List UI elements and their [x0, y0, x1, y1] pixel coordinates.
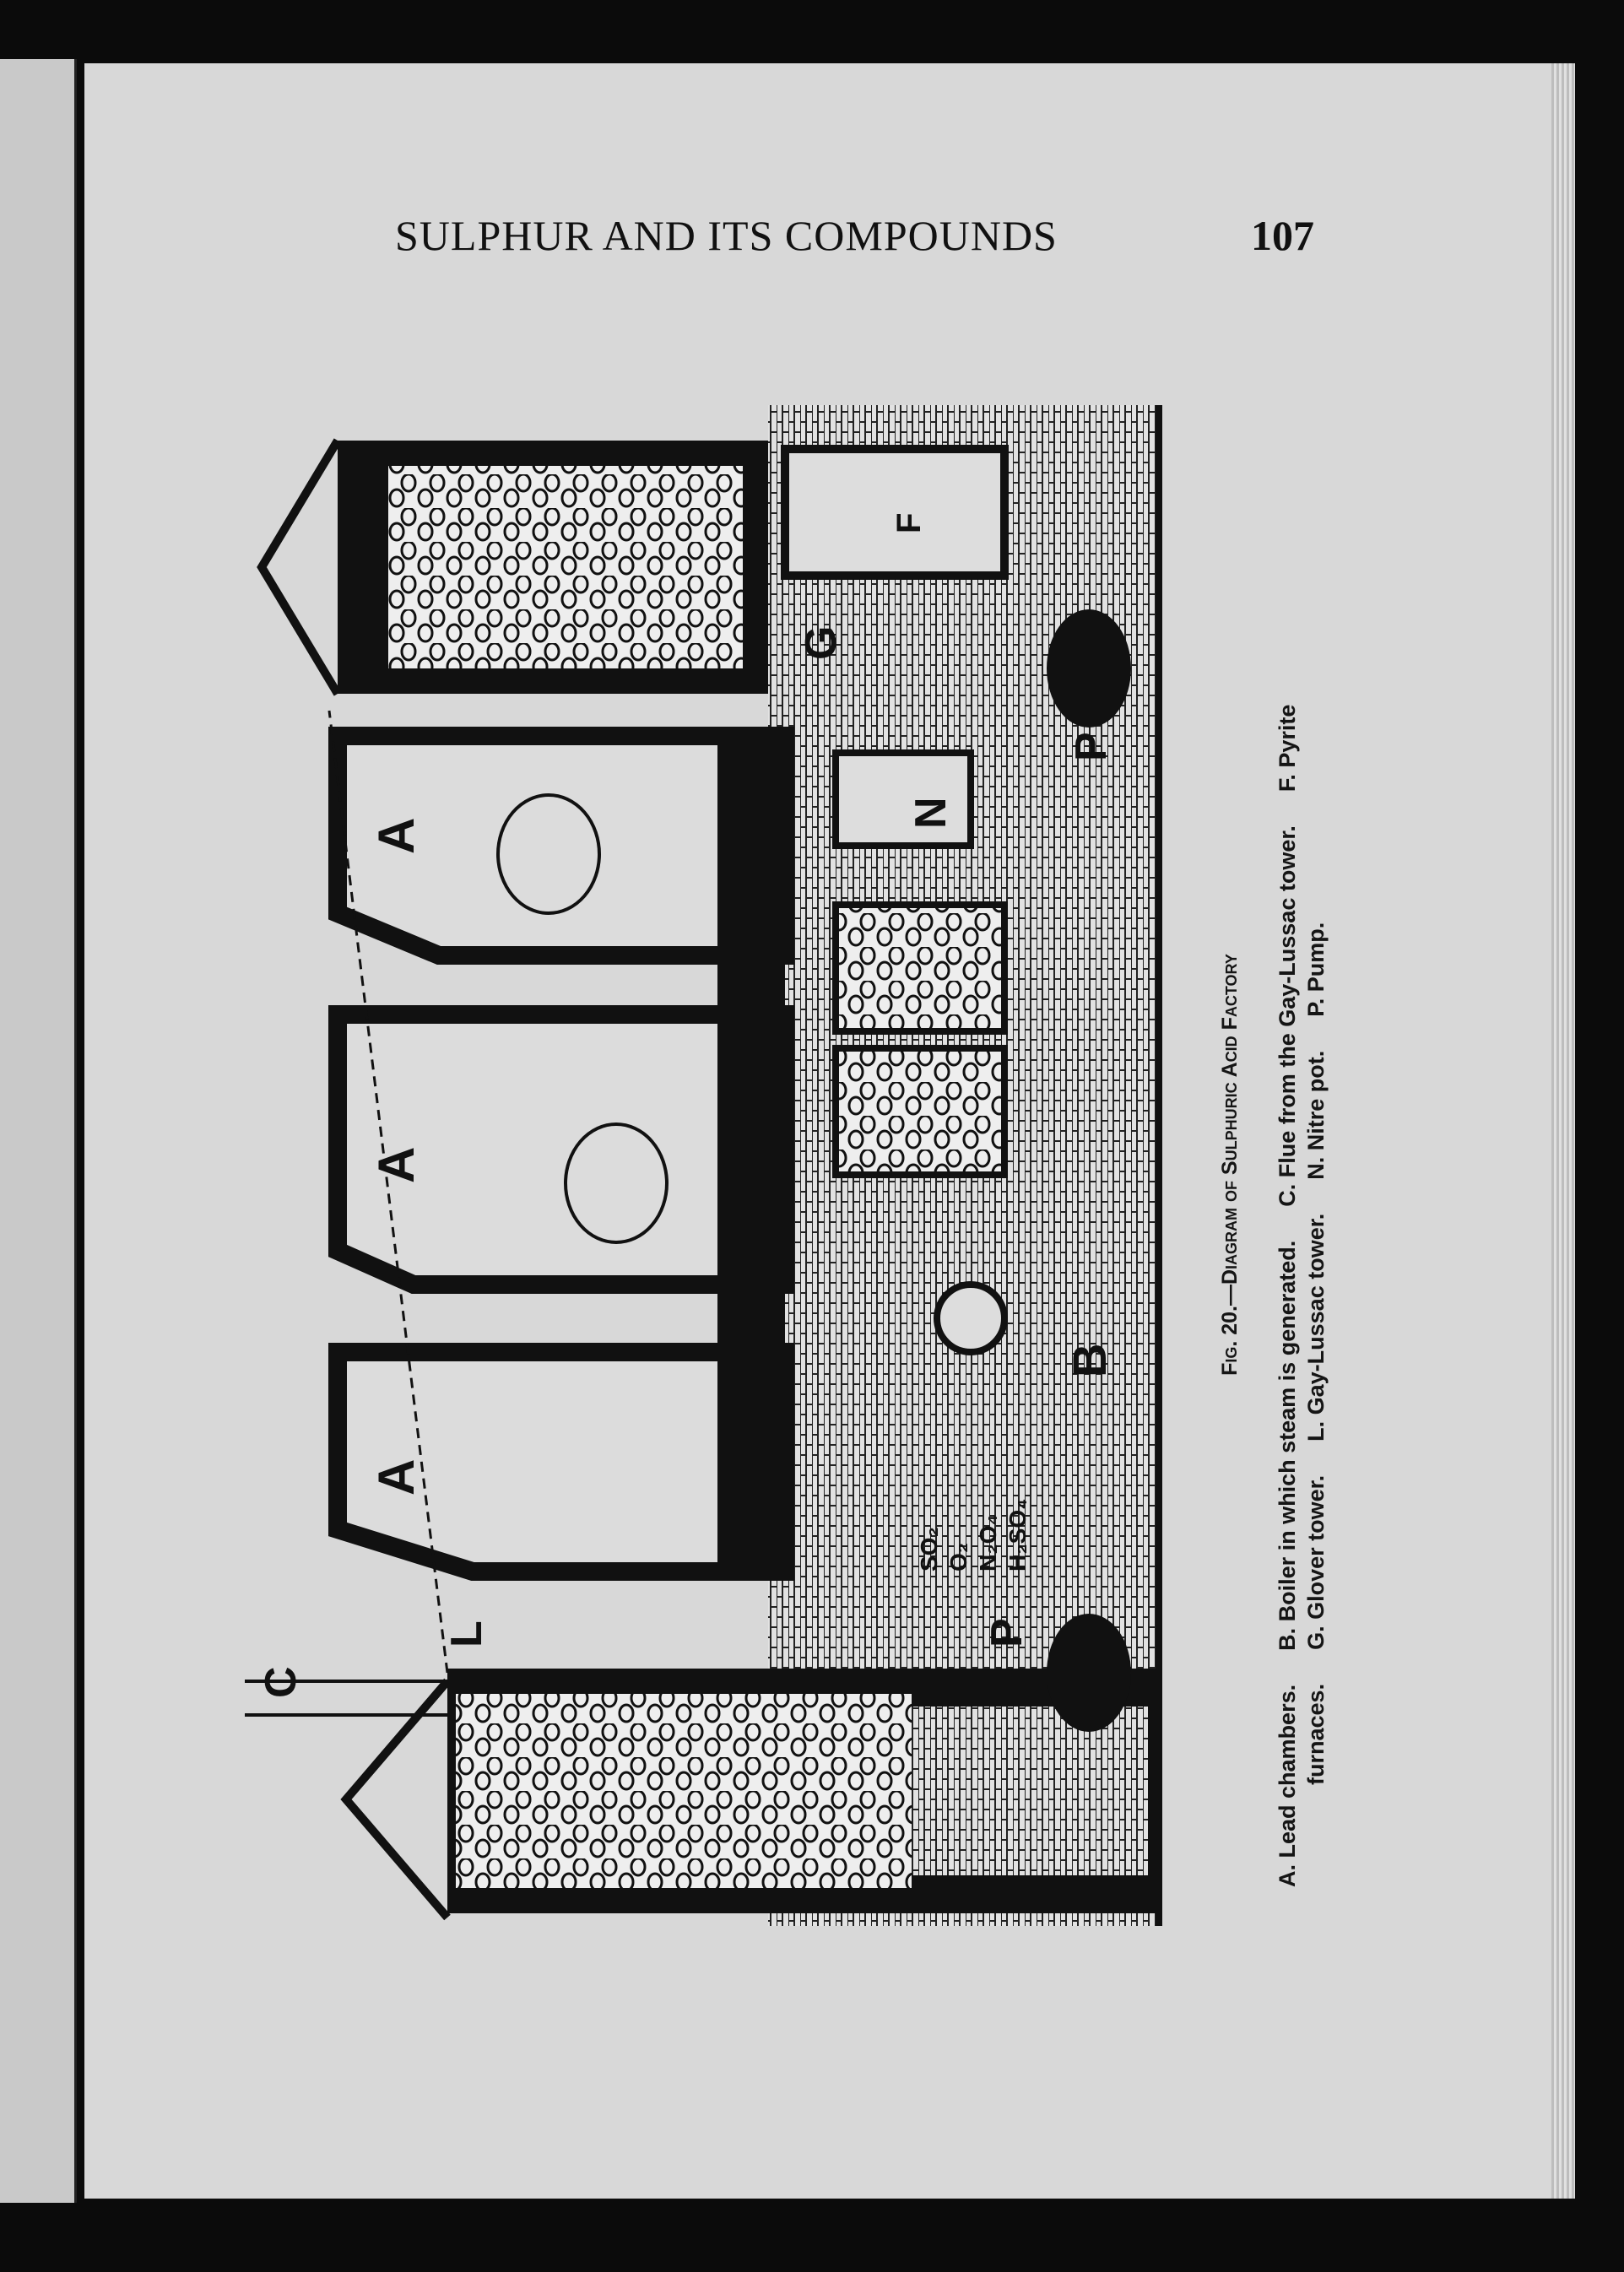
legend-item: N. Nitre pot. — [1303, 1050, 1329, 1180]
glover-tower: G — [257, 438, 846, 696]
legend-item: G. Glover tower. — [1303, 1474, 1329, 1650]
pump-left — [1047, 1614, 1131, 1732]
pyrite-furnace — [781, 445, 1009, 580]
label-l: L — [442, 1620, 491, 1647]
page-number: 107 — [1251, 212, 1314, 259]
svg-text:O₂: O₂ — [945, 1543, 972, 1571]
svg-text:F: F — [890, 513, 928, 533]
svg-text:A: A — [368, 1147, 425, 1183]
page-edge — [1551, 63, 1575, 2199]
label-p-right: P — [1067, 732, 1116, 761]
label-c: C — [257, 1666, 306, 1698]
svg-text:A: A — [368, 818, 425, 854]
figure-caption: Fig. 20.—Diagram of Sulphuric Acid Facto… — [1215, 405, 1329, 1924]
pump-right — [1047, 609, 1131, 728]
legend-line-1: A. Lead chambers. B. Boiler in which stea… — [1244, 405, 1300, 1924]
gay-lussac-tower — [340, 1669, 1156, 1921]
label-g: G — [797, 626, 846, 660]
running-head: SULPHUR AND ITS COMPOUNDS — [395, 212, 1058, 259]
label-b: B — [1063, 1344, 1116, 1377]
sulphuric-acid-factory-diagram: C L A A A G F N — [245, 405, 1162, 1926]
label-n: N — [907, 797, 955, 829]
legend-item: B. Boiler in which steam is generated. — [1275, 1240, 1300, 1651]
gas-key: SO₂ O₂ N₂O₄ H₂SO₄ — [916, 1499, 1031, 1571]
previous-page-edge — [0, 59, 77, 2203]
legend-item: P. Pump. — [1303, 922, 1329, 1017]
caption-title: Fig. 20.—Diagram of Sulphuric Acid Facto… — [1218, 954, 1242, 1376]
gas-path — [328, 710, 449, 1674]
label-p-left: P — [983, 1618, 1031, 1647]
legend-item: F. Pyrite — [1275, 704, 1300, 792]
svg-text:A: A — [368, 1459, 425, 1496]
legend-item: C. Flue from the Gay-Lussac tower. — [1275, 825, 1300, 1207]
svg-text:SO₂: SO₂ — [916, 1527, 942, 1571]
svg-text:N₂O₄: N₂O₄ — [975, 1514, 1001, 1571]
legend-item: A. Lead chambers. — [1275, 1684, 1300, 1887]
legend-item: furnaces. — [1303, 1683, 1329, 1785]
boiler — [934, 1281, 1008, 1355]
nitre-pot — [832, 749, 974, 849]
svg-text:H₂SO₄: H₂SO₄ — [1004, 1499, 1031, 1571]
legend-item: L. Gay-Lussac tower. — [1303, 1213, 1329, 1442]
